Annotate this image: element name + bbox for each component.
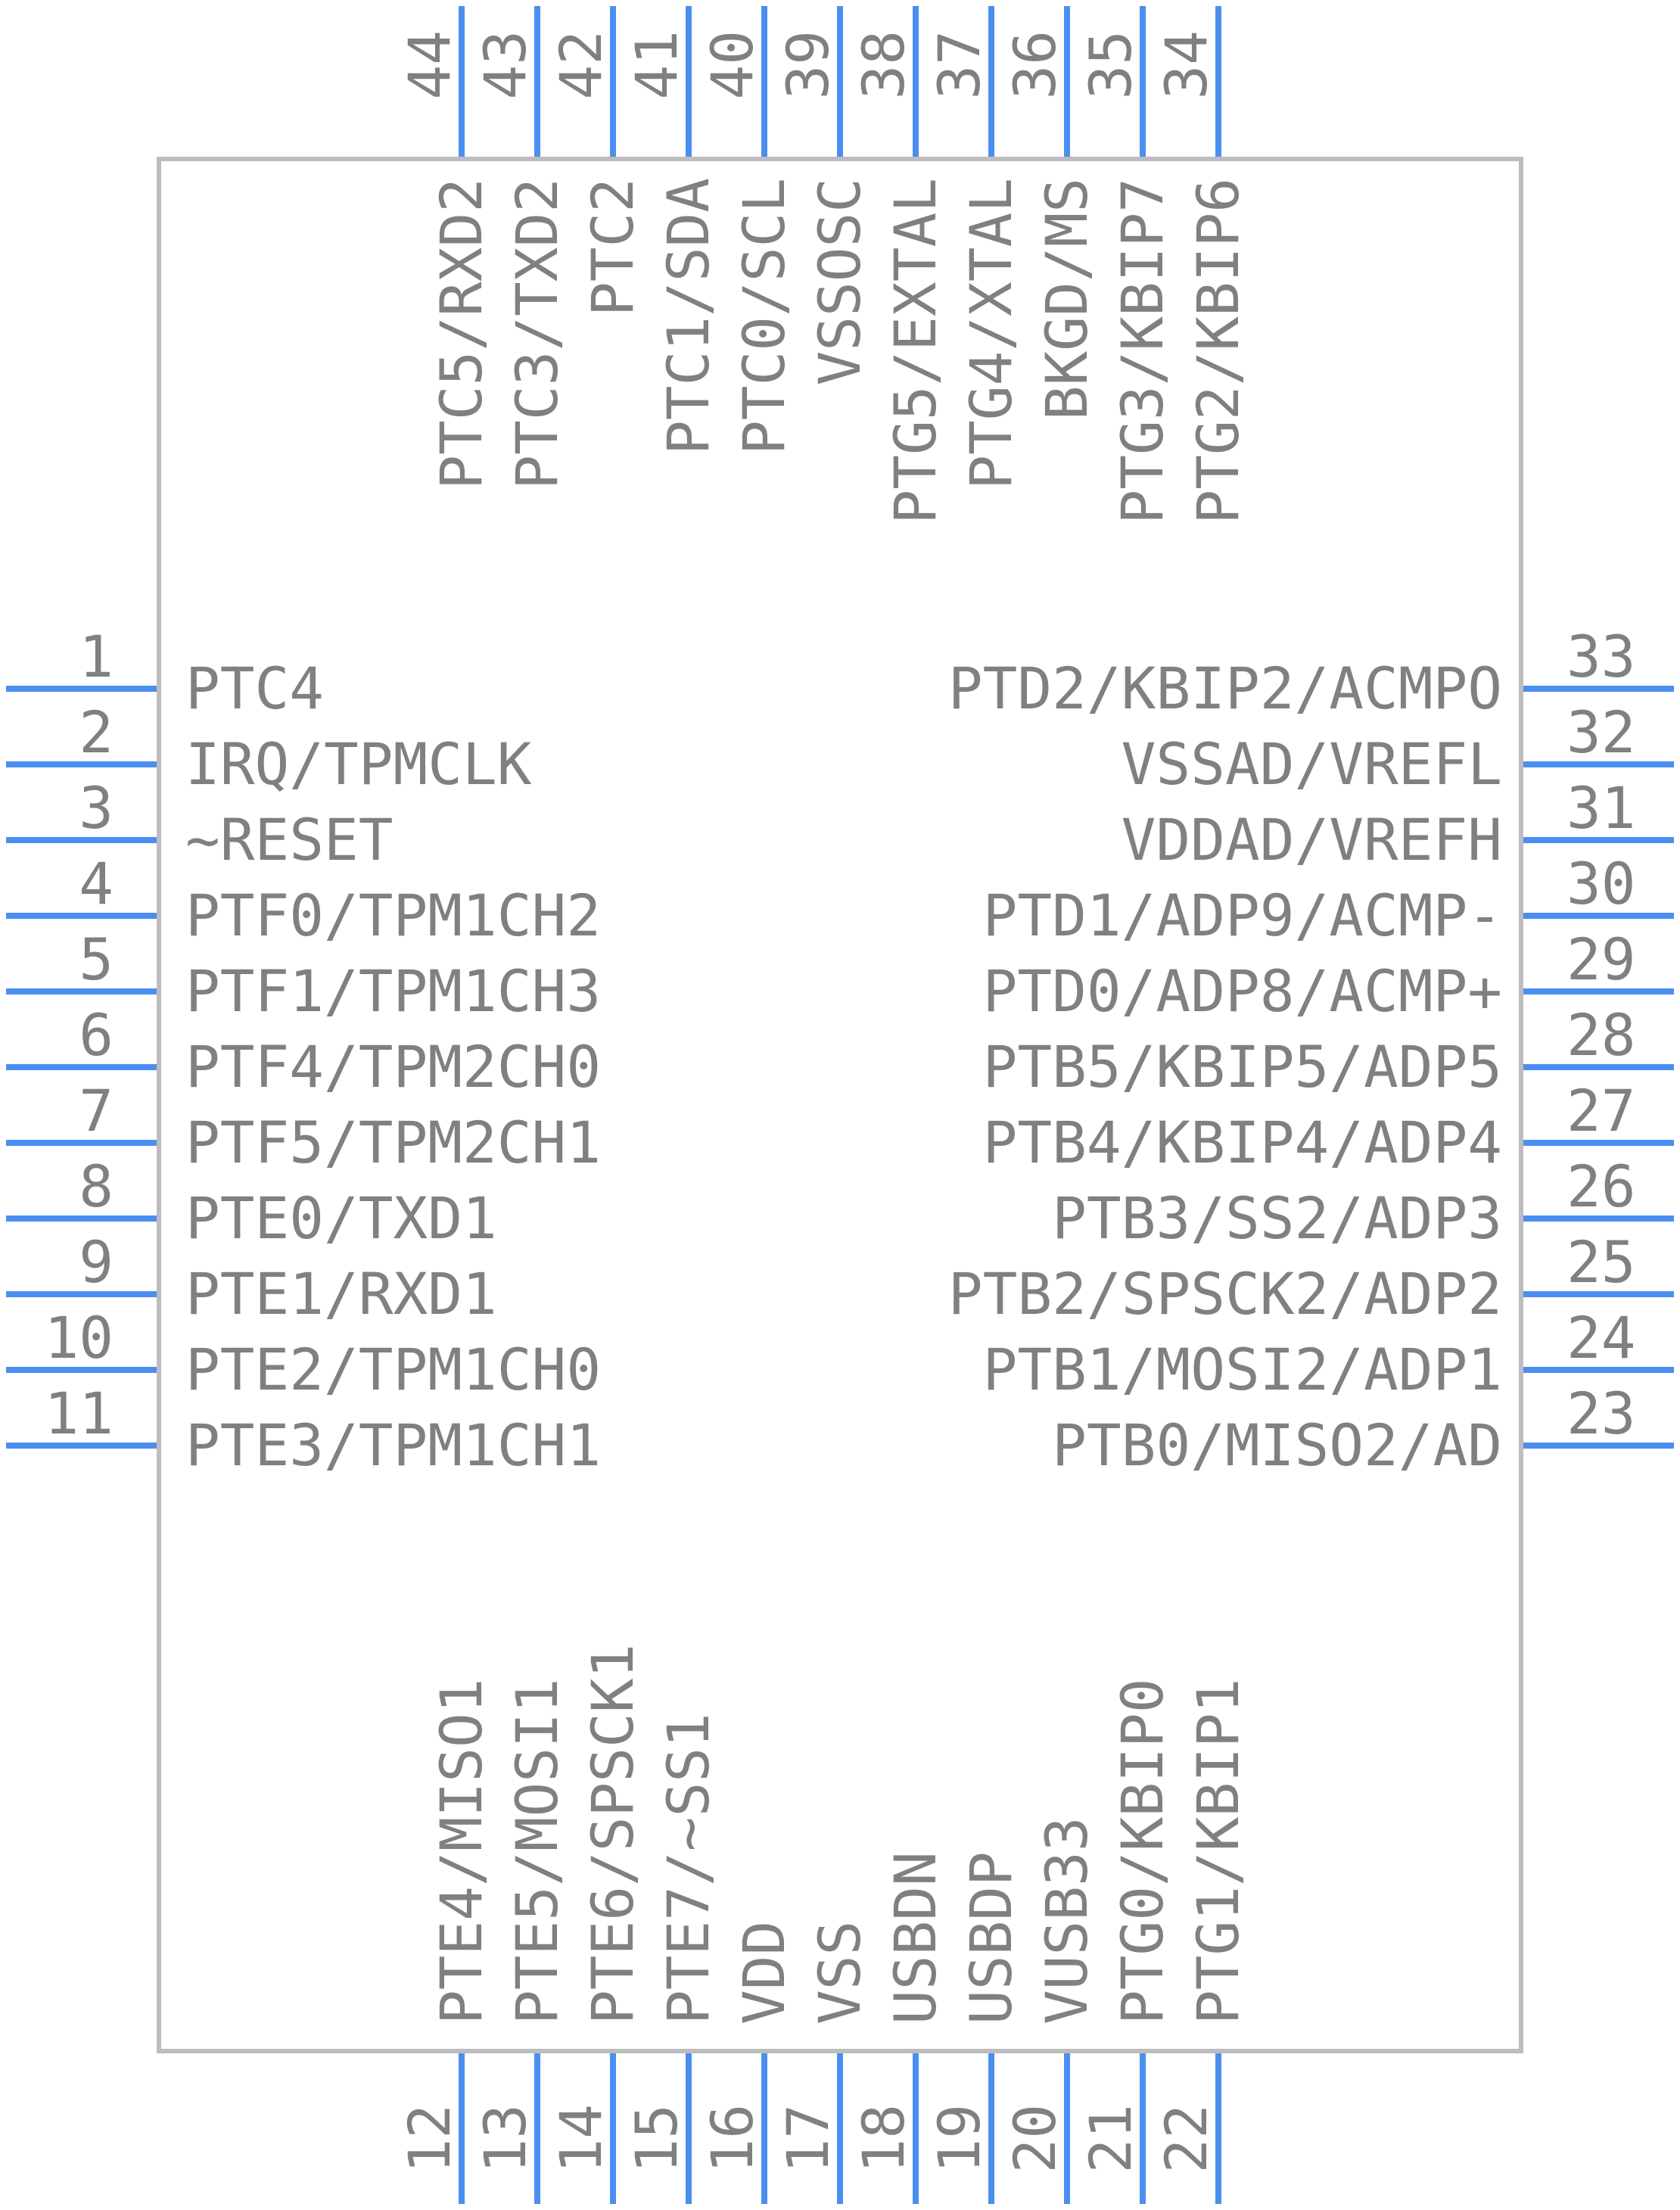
pin-12-name: PTE4/MISO1 xyxy=(428,1678,495,2025)
pin-36-name: BKGD/MS xyxy=(1033,178,1100,420)
pin-42-number: 42 xyxy=(547,30,614,100)
pin-17-name: VSS xyxy=(806,1921,873,2025)
pin-34-name: PTG2/KBIP6 xyxy=(1184,178,1252,524)
pin-20-name: VUSB33 xyxy=(1033,1816,1100,2025)
pin-43-name: PTC3/TXD2 xyxy=(503,178,571,490)
pin-24-number: 24 xyxy=(1566,1304,1636,1371)
pin-13-name: PTE5/MOSI1 xyxy=(503,1678,571,2025)
pin-1-name: PTC4 xyxy=(185,655,324,722)
pin-43-number: 43 xyxy=(471,30,539,100)
pin-12-number: 12 xyxy=(396,2104,463,2174)
pin-2-number: 2 xyxy=(79,699,114,766)
pin-28-number: 28 xyxy=(1566,1001,1636,1069)
pin-3-number: 3 xyxy=(79,774,114,842)
pin-22-name: PTG1/KBIP1 xyxy=(1184,1678,1252,2025)
pin-31-name: VDDAD/VREFH xyxy=(1122,806,1502,873)
pin-44-name: PTC5/RXD2 xyxy=(428,178,495,490)
pin-40-number: 40 xyxy=(698,30,766,100)
pin-1-number: 1 xyxy=(79,623,114,690)
pin-39-name: VSSOSC xyxy=(806,178,873,386)
pin-32-name: VSSAD/VREFL xyxy=(1122,730,1502,798)
pin-23-name: PTB0/MISO2/AD xyxy=(1052,1412,1502,1479)
pin-40-name: PTC0/SCL xyxy=(730,178,798,455)
pin-10-name: PTE2/TPM1CH0 xyxy=(185,1336,601,1403)
pin-31-number: 31 xyxy=(1566,774,1636,842)
pin-21-name: PTG0/KBIP0 xyxy=(1109,1678,1176,2025)
pin-25-number: 25 xyxy=(1566,1228,1636,1296)
pin-38-name: PTG5/EXTAL xyxy=(882,178,949,524)
pin-27-number: 27 xyxy=(1566,1077,1636,1144)
pin-4-number: 4 xyxy=(79,850,114,917)
pin-26-number: 26 xyxy=(1566,1153,1636,1220)
pin-9-name: PTE1/RXD1 xyxy=(185,1260,497,1328)
pin-37-number: 37 xyxy=(926,30,993,100)
pin-27-name: PTB4/KBIP4/ADP4 xyxy=(983,1109,1502,1176)
pin-6-name: PTF4/TPM2CH0 xyxy=(185,1033,601,1100)
pin-33-number: 33 xyxy=(1566,623,1636,690)
pin-7-number: 7 xyxy=(79,1077,114,1144)
pin-30-name: PTD1/ADP9/ACMP- xyxy=(983,882,1502,949)
pin-33-name: PTD2/KBIP2/ACMPO xyxy=(948,655,1502,722)
pin-29-number: 29 xyxy=(1566,926,1636,993)
pin-38-number: 38 xyxy=(850,30,917,100)
pin-34-number: 34 xyxy=(1153,30,1220,100)
pin-41-number: 41 xyxy=(623,30,690,100)
pin-26-name: PTB3/SS2/ADP3 xyxy=(1052,1184,1502,1252)
pin-36-number: 36 xyxy=(1001,30,1069,100)
pin-14-name: PTE6/SPSCK1 xyxy=(579,1644,646,2025)
pin-15-name: PTE7/~SS1 xyxy=(655,1713,722,2025)
pin-5-number: 5 xyxy=(79,926,114,993)
pin-11-number: 11 xyxy=(44,1380,114,1447)
pin-18-name: USBDN xyxy=(882,1851,949,2025)
pin-42-name: PTC2 xyxy=(579,178,646,316)
pin-35-name: PTG3/KBIP7 xyxy=(1109,178,1176,524)
pin-3-name: ~RESET xyxy=(185,806,394,873)
pin-13-number: 13 xyxy=(471,2104,539,2174)
pin-24-name: PTB1/MOSI2/ADP1 xyxy=(983,1336,1502,1403)
pin-10-number: 10 xyxy=(44,1304,114,1371)
ic-body-outline xyxy=(157,157,1523,2053)
pin-22-number: 22 xyxy=(1153,2104,1220,2174)
pin-35-number: 35 xyxy=(1077,30,1144,100)
pin-16-name: VDD xyxy=(730,1921,798,2025)
pin-4-name: PTF0/TPM1CH2 xyxy=(185,882,601,949)
pin-11-name: PTE3/TPM1CH1 xyxy=(185,1412,601,1479)
pin-7-name: PTF5/TPM2CH1 xyxy=(185,1109,601,1176)
pin-19-name: USBDP xyxy=(957,1851,1025,2025)
pin-21-number: 21 xyxy=(1077,2104,1144,2174)
pin-20-number: 20 xyxy=(1001,2104,1069,2174)
pin-9-number: 9 xyxy=(79,1228,114,1296)
pin-28-name: PTB5/KBIP5/ADP5 xyxy=(983,1033,1502,1100)
pin-2-name: IRQ/TPMCLK xyxy=(185,730,532,798)
pin-14-number: 14 xyxy=(547,2104,614,2174)
pin-25-name: PTB2/SPSCK2/ADP2 xyxy=(948,1260,1502,1328)
pin-29-name: PTD0/ADP8/ACMP+ xyxy=(983,957,1502,1025)
pin-15-number: 15 xyxy=(623,2104,690,2174)
pin-37-name: PTG4/XTAL xyxy=(957,178,1025,490)
pin-39-number: 39 xyxy=(774,30,842,100)
pin-6-number: 6 xyxy=(79,1001,114,1069)
pin-5-name: PTF1/TPM1CH3 xyxy=(185,957,601,1025)
pin-16-number: 16 xyxy=(698,2104,766,2174)
pin-17-number: 17 xyxy=(774,2104,842,2174)
pin-19-number: 19 xyxy=(926,2104,993,2174)
pin-8-name: PTE0/TXD1 xyxy=(185,1184,497,1252)
pin-41-name: PTC1/SDA xyxy=(655,178,722,455)
pin-18-number: 18 xyxy=(850,2104,917,2174)
pin-30-number: 30 xyxy=(1566,850,1636,917)
pin-8-number: 8 xyxy=(79,1153,114,1220)
pin-32-number: 32 xyxy=(1566,699,1636,766)
pin-44-number: 44 xyxy=(396,30,463,100)
pin-23-number: 23 xyxy=(1566,1380,1636,1447)
